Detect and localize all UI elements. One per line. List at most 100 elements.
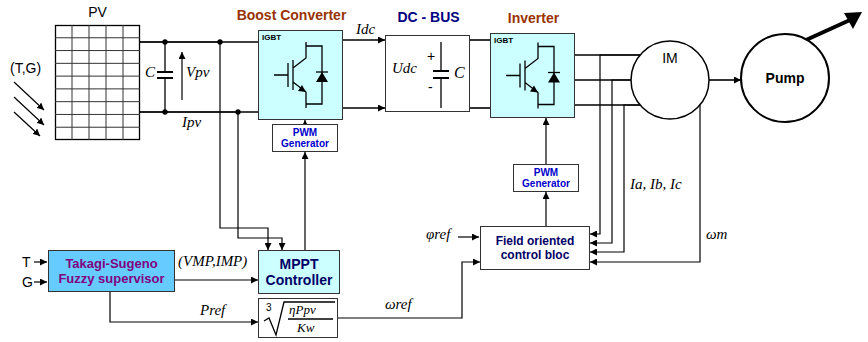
pump-label: Pump bbox=[766, 70, 805, 86]
input-label: T bbox=[22, 254, 31, 270]
switch-label: IGBT bbox=[494, 36, 513, 45]
signal-line bbox=[590, 105, 700, 262]
stroke bbox=[89, 25, 90, 140]
stroke bbox=[316, 71, 328, 72]
input-capacitor bbox=[157, 40, 240, 114]
pwm-generator: PWM Generator bbox=[272, 124, 338, 152]
block-label: MPPT Controller bbox=[263, 256, 335, 288]
capacitor-symbol bbox=[433, 42, 449, 108]
block-label: PWM Generator bbox=[277, 127, 333, 149]
stroke bbox=[55, 76, 140, 77]
voltage-label: Udc bbox=[392, 60, 417, 77]
stroke bbox=[306, 46, 322, 104]
current-label: Ipv bbox=[182, 114, 201, 130]
igbt-outline bbox=[259, 31, 342, 119]
speed-formula: 3ηPpvKw bbox=[258, 298, 338, 338]
switch-label: IGBT bbox=[262, 33, 281, 42]
voltage-arrow bbox=[181, 52, 182, 100]
power-wire bbox=[140, 42, 258, 112]
capacitor-label: C bbox=[454, 64, 465, 82]
signal-label: Pref bbox=[200, 302, 225, 318]
stroke bbox=[55, 63, 140, 64]
input-arrows bbox=[34, 262, 47, 282]
root-index: 3 bbox=[266, 302, 272, 313]
connector-path bbox=[110, 292, 258, 322]
igbt-outline bbox=[491, 34, 574, 117]
block-label: Field oriented control bloc bbox=[485, 234, 585, 262]
inverter: InverterIGBT bbox=[490, 33, 575, 118]
connector-path bbox=[140, 42, 268, 250]
stroke bbox=[55, 50, 140, 51]
stroke bbox=[433, 71, 449, 78]
stroke bbox=[55, 127, 140, 128]
signal-line bbox=[175, 280, 258, 281]
pump-circle bbox=[741, 34, 829, 122]
sun-rays bbox=[14, 82, 44, 136]
block-title: DC - BUS bbox=[366, 9, 491, 25]
polarity-mark: - bbox=[428, 79, 433, 95]
voltage-label: Vpv bbox=[186, 64, 209, 80]
stroke bbox=[55, 37, 140, 38]
panel-frame bbox=[56, 26, 140, 140]
signal-label: Ia, Ib, Ic bbox=[630, 176, 682, 192]
stroke bbox=[440, 42, 441, 108]
connector-path bbox=[470, 107, 490, 109]
connector-path bbox=[338, 262, 480, 318]
block-label: PWM Generator bbox=[518, 167, 574, 189]
boost-converter: Boost ConverterIGBT bbox=[258, 30, 343, 120]
stroke bbox=[548, 72, 560, 73]
pump: Pump bbox=[740, 33, 830, 123]
pv-panel: PV bbox=[55, 25, 140, 140]
signal-label: Idc bbox=[356, 21, 375, 37]
signal-line bbox=[110, 292, 258, 322]
stroke bbox=[123, 25, 124, 140]
dc-bus: DC - BUSUdcC bbox=[385, 35, 470, 112]
stroke bbox=[530, 86, 538, 93]
flux-reference-label: φref bbox=[426, 226, 450, 242]
signal-label: ωm bbox=[706, 226, 727, 242]
igbt-symbol bbox=[274, 42, 328, 108]
signal-label: (VMP,IMP) bbox=[178, 253, 247, 269]
connector-path bbox=[590, 105, 700, 262]
pwm-generator: PWM Generator bbox=[513, 164, 579, 192]
connector-path bbox=[545, 192, 546, 226]
connector-path bbox=[470, 39, 490, 41]
stroke bbox=[506, 43, 538, 109]
stroke bbox=[55, 101, 140, 102]
stroke bbox=[55, 114, 140, 115]
power-wire bbox=[343, 40, 385, 108]
signal-line bbox=[338, 262, 480, 318]
signal-line bbox=[546, 192, 547, 226]
circle-circle bbox=[631, 41, 709, 119]
panel-label: PV bbox=[45, 4, 150, 20]
numerator: ηPpv bbox=[289, 302, 316, 317]
capacitor-label: C bbox=[145, 64, 155, 80]
stroke bbox=[55, 88, 140, 89]
stroke bbox=[106, 25, 107, 140]
igbt-symbol bbox=[506, 43, 560, 109]
block-title: Inverter bbox=[471, 10, 596, 26]
motor-label: IM bbox=[630, 50, 710, 66]
stroke bbox=[316, 72, 328, 82]
condition-label: (T,G) bbox=[10, 60, 41, 76]
signal-label: ωref bbox=[385, 296, 412, 312]
root-sign bbox=[264, 302, 335, 335]
connector-path bbox=[140, 112, 282, 250]
mppt-controller: MPPT Controller bbox=[258, 250, 340, 294]
connector-path bbox=[304, 152, 305, 250]
fuzzy-supervisor: Takagi-Sugeno Fuzzy supervisor bbox=[48, 250, 175, 292]
power-wire bbox=[470, 40, 490, 108]
input-label: G bbox=[22, 274, 33, 290]
connector-path bbox=[175, 279, 258, 280]
cell-grid bbox=[55, 25, 140, 140]
stroke bbox=[538, 47, 554, 105]
signal-line bbox=[546, 118, 547, 164]
induction-motor: IM bbox=[630, 40, 710, 120]
block-label: Takagi-Sugeno Fuzzy supervisor bbox=[53, 256, 170, 286]
flux-reference-arrow bbox=[458, 236, 479, 237]
fraction-bar bbox=[288, 318, 333, 319]
stroke bbox=[72, 25, 73, 140]
pump-outlet bbox=[806, 12, 862, 40]
connector-path bbox=[545, 118, 546, 164]
stroke bbox=[548, 73, 560, 83]
